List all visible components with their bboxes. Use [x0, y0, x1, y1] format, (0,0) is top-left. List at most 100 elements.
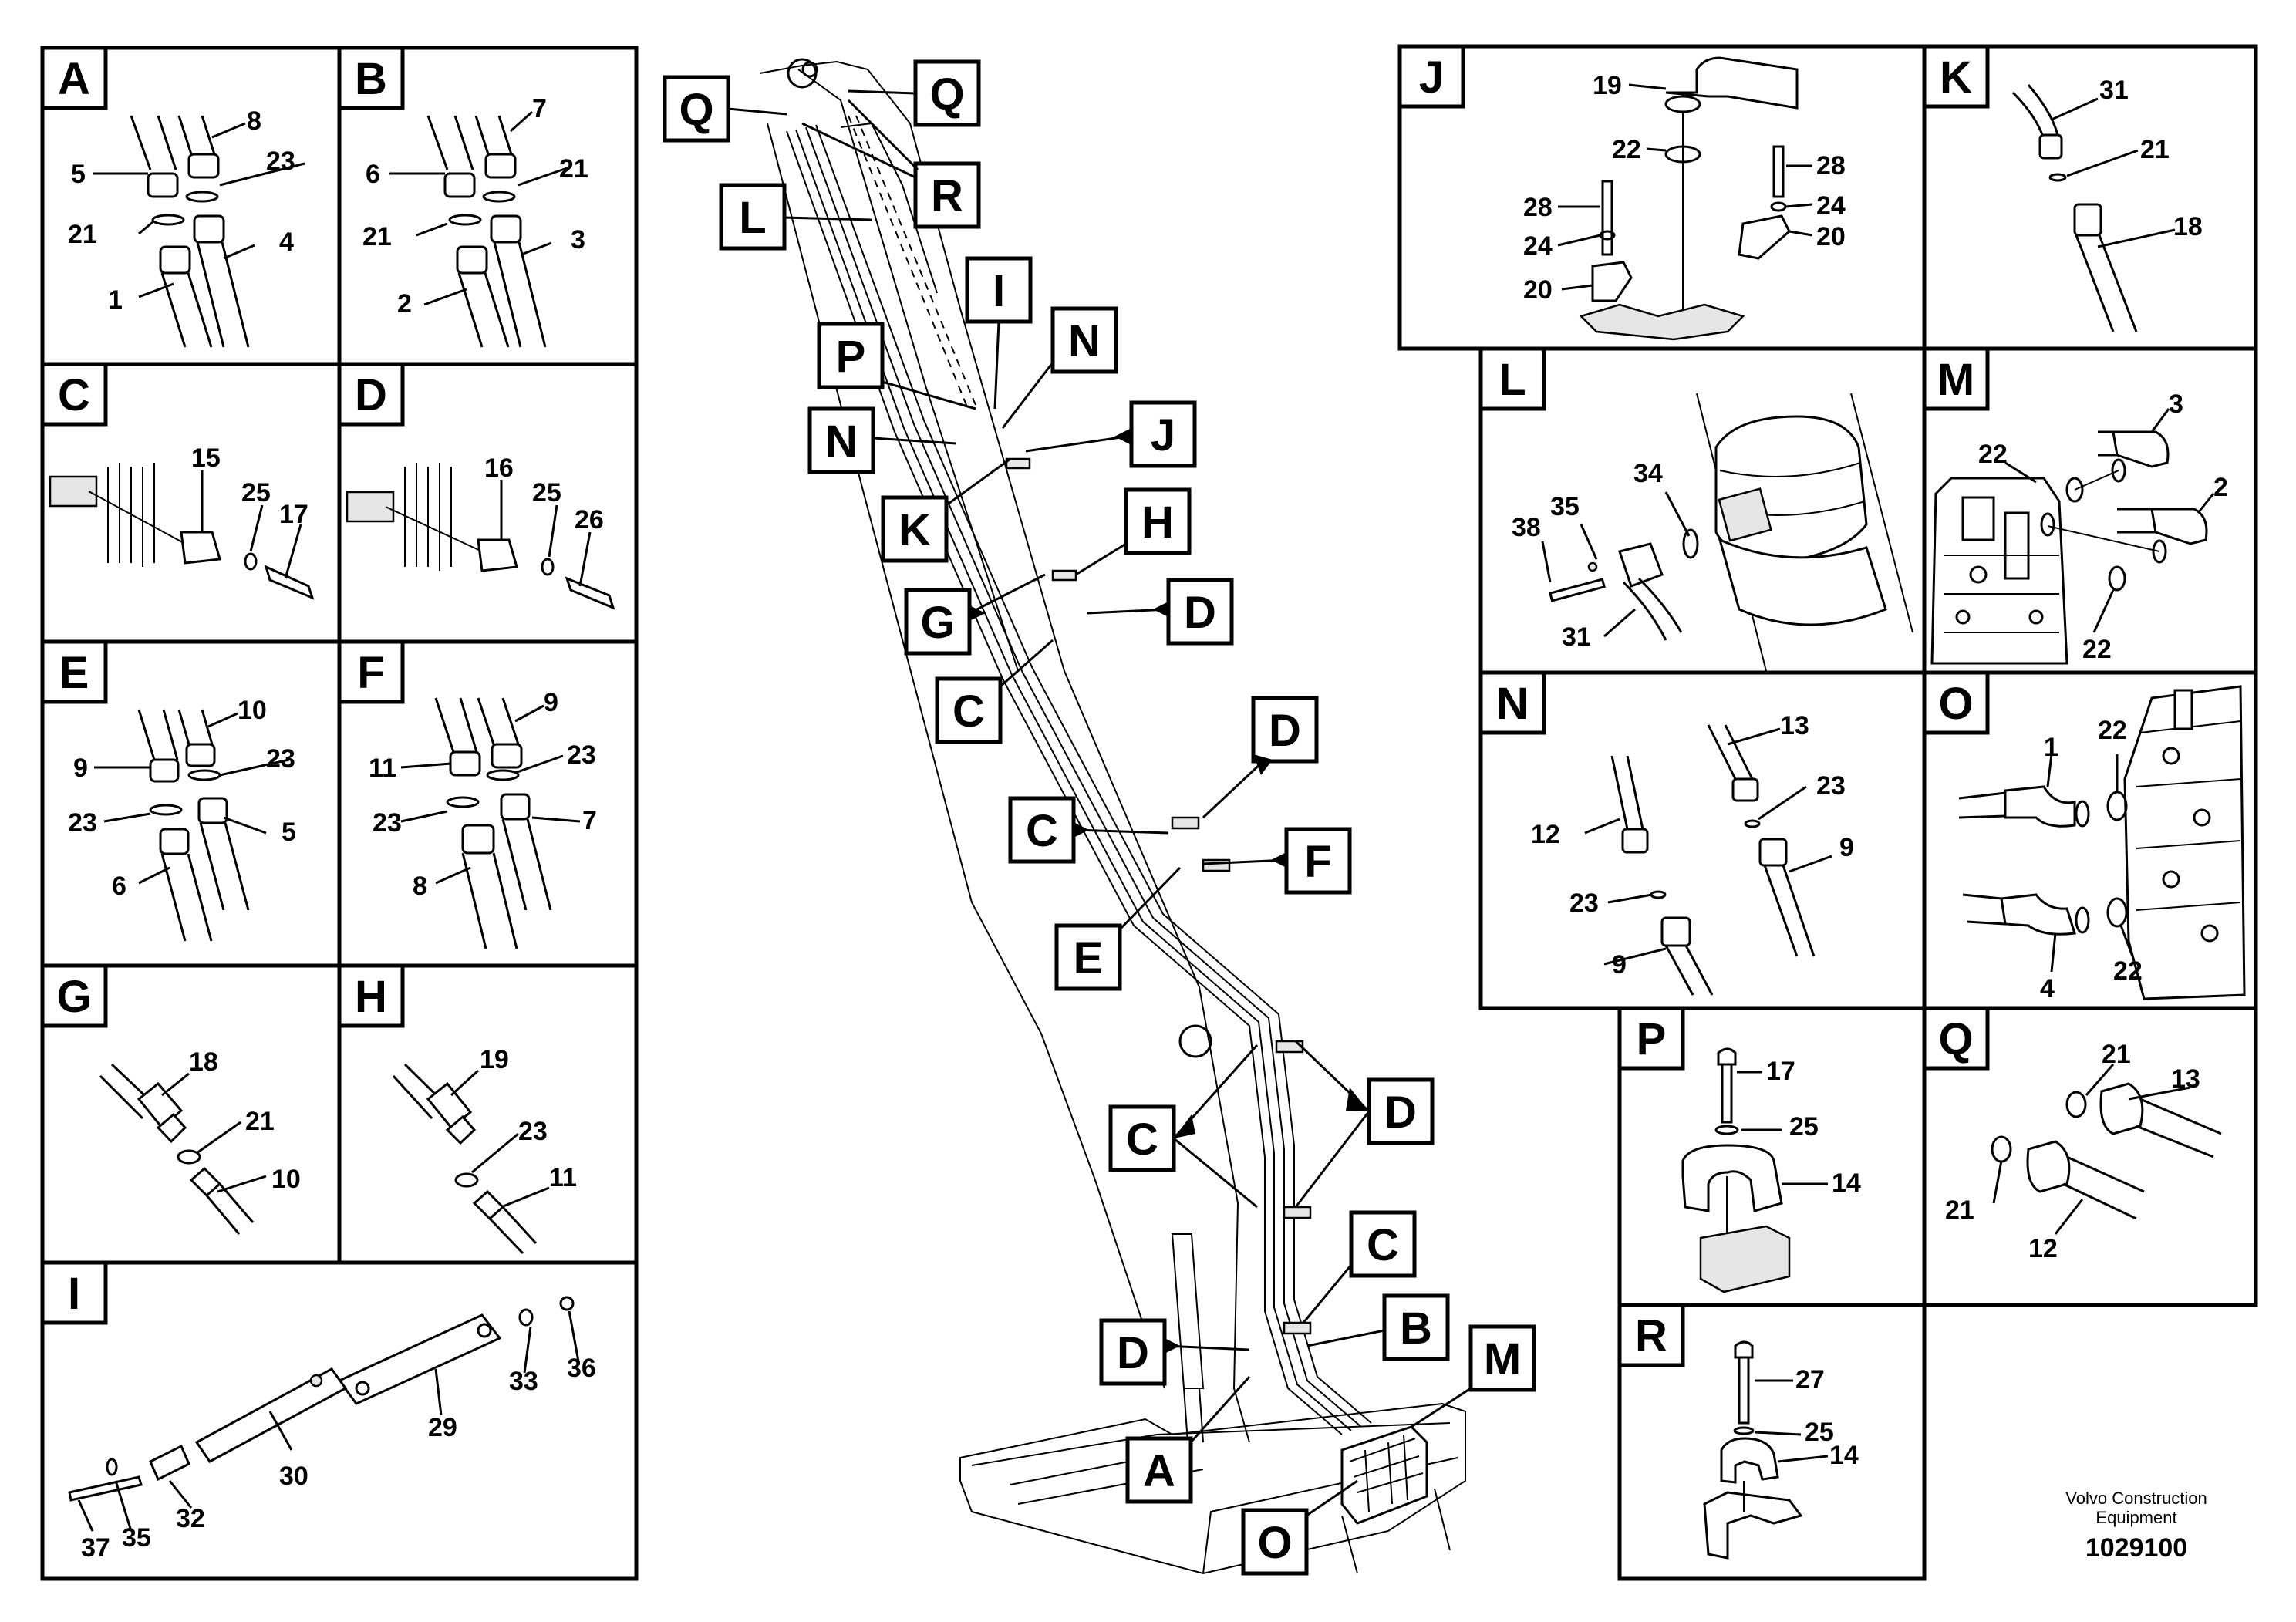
panel-l-tag-label: L — [1499, 355, 1526, 405]
panel-c-tag-label: C — [58, 370, 90, 420]
panel-j-part-4: 28 — [1523, 193, 1553, 222]
panel-i-part-5: 32 — [176, 1504, 205, 1533]
panel-i-part-7: 35 — [122, 1523, 151, 1553]
panel-j-tag-label: J — [1419, 52, 1444, 103]
callout-i-label: I — [993, 266, 1005, 316]
panel-f-part-5: 7 — [582, 806, 597, 835]
panel-n-part-4: 9 — [1839, 833, 1854, 862]
panel-d-tag-label: D — [355, 370, 387, 420]
panel-n-part-2: 23 — [1816, 771, 1846, 801]
panel-q-part-3: 21 — [1945, 1195, 1974, 1225]
panel-h-part-3: 11 — [549, 1163, 577, 1192]
panel-j-part-3: 28 — [1816, 151, 1846, 180]
panel-p-part-1: 17 — [1766, 1057, 1795, 1086]
panel-b-tag-label: B — [355, 54, 387, 104]
callout-d-2 — [1251, 696, 1319, 764]
panel-c: C 15 25 17 — [40, 362, 342, 644]
panel-d-part-3: 26 — [575, 505, 604, 534]
footer: Volvo Construction Equipment 1029100 — [2065, 1489, 2207, 1563]
panel-n-part-1: 13 — [1780, 711, 1809, 740]
panel-c-tag — [40, 362, 108, 427]
panel-k-part-1: 31 — [2099, 76, 2129, 105]
panel-a-tag-label: A — [58, 54, 90, 104]
panel-e: E 10 9 23 23 5 6 — [40, 639, 342, 968]
callout-c-1 — [935, 676, 1003, 744]
panel-i: I 33 36 29 30 32 37 35 — [40, 1260, 639, 1581]
panel-m-tag — [1922, 346, 1990, 411]
panel-k: K 31 21 18 — [1922, 44, 2258, 351]
boom-clamps — [1005, 457, 1312, 1335]
panel-a-part-5: 4 — [279, 228, 294, 257]
panel-p-tag — [1617, 1006, 1685, 1071]
panel-e-part-5: 5 — [282, 818, 296, 847]
callout-g — [904, 588, 972, 656]
callout-n-1 — [1050, 306, 1118, 374]
callout-d-1 — [1166, 578, 1234, 646]
panel-r-tag — [1617, 1303, 1685, 1367]
panel-i-tag-label: I — [68, 1269, 80, 1319]
panel-l: L 34 38 35 31 — [1478, 346, 1927, 675]
callout-c-2-label: C — [1026, 806, 1058, 856]
callout-d-1-label: D — [1184, 588, 1216, 638]
panel-o-part-2: 22 — [2098, 716, 2127, 745]
panel-b-part-2: 6 — [366, 160, 380, 189]
panel-m: M 3 22 2 22 — [1922, 346, 2258, 675]
panel-f-part-3: 23 — [567, 740, 596, 770]
panel-j-part-1: 19 — [1593, 71, 1622, 100]
callout-m — [1468, 1324, 1536, 1392]
panel-c-part-1: 15 — [191, 443, 221, 473]
figure-number: 1029100 — [2085, 1533, 2187, 1563]
panel-n: N 13 23 12 9 23 9 — [1478, 670, 1927, 1010]
panel-m-part-4: 22 — [2082, 635, 2112, 664]
panel-m-part-3: 2 — [2213, 473, 2228, 502]
callout-c-3 — [1108, 1104, 1176, 1172]
panel-a: A 8 5 23 21 4 1 — [40, 46, 342, 366]
callout-d-2-label: D — [1269, 706, 1301, 756]
panel-n-part-3: 12 — [1531, 820, 1560, 849]
panel-a-part-3: 23 — [266, 147, 295, 176]
panel-h: H 19 23 11 — [337, 963, 639, 1265]
panel-a-part-1: 8 — [247, 106, 261, 136]
panel-f-part-2: 11 — [369, 754, 396, 783]
panel-i-part-3: 29 — [428, 1413, 457, 1442]
panel-m-tag-label: M — [1937, 355, 1974, 405]
panel-f-tag — [337, 639, 405, 704]
callout-c-4 — [1349, 1210, 1417, 1278]
panel-b-part-1: 7 — [532, 94, 547, 123]
panel-g-tag — [40, 963, 108, 1028]
panel-q-part-4: 12 — [2028, 1234, 2058, 1263]
panel-i-part-4: 30 — [279, 1462, 308, 1491]
callout-r-label: R — [931, 171, 963, 221]
callout-m-label: M — [1484, 1334, 1521, 1384]
callout-d-3-label: D — [1384, 1088, 1417, 1138]
panel-p-part-3: 14 — [1832, 1168, 1861, 1198]
panel-o-part-4: 22 — [2113, 956, 2143, 986]
panel-n-part-6: 9 — [1612, 950, 1627, 980]
panel-r: R 27 25 14 — [1617, 1303, 1927, 1581]
panel-g-part-3: 10 — [271, 1165, 301, 1194]
panel-h-tag — [337, 963, 405, 1028]
panel-i-tag — [40, 1260, 108, 1325]
panel-j-part-2: 22 — [1612, 135, 1641, 164]
panel-e-part-4: 23 — [68, 808, 97, 838]
callout-p-label: P — [836, 332, 866, 382]
panel-e-tag-label: E — [59, 648, 89, 698]
callout-n-2-label: N — [825, 416, 858, 467]
panel-j-part-7: 20 — [1816, 222, 1846, 251]
center-callouts: Q Q R L I N P N J K — [663, 59, 1536, 1576]
panel-b-part-3: 21 — [559, 154, 588, 184]
panel-f-tag-label: F — [357, 648, 384, 698]
panel-i-part-2: 36 — [567, 1354, 596, 1383]
panel-l-tag — [1478, 346, 1546, 411]
panel-g: G 18 21 10 — [40, 963, 342, 1265]
panel-a-tag — [40, 46, 108, 110]
callout-g-label: G — [920, 598, 955, 648]
panel-g-part-2: 21 — [245, 1107, 275, 1136]
panel-d-part-2: 25 — [532, 478, 561, 508]
panel-a-part-4: 21 — [68, 220, 97, 249]
panel-q-tag-label: Q — [1938, 1014, 1973, 1064]
panel-h-part-2: 23 — [518, 1117, 548, 1146]
panel-l-part-1: 34 — [1633, 459, 1663, 488]
callout-c-3-label: C — [1126, 1114, 1158, 1165]
panel-f: F 9 11 23 23 7 8 — [337, 639, 639, 968]
